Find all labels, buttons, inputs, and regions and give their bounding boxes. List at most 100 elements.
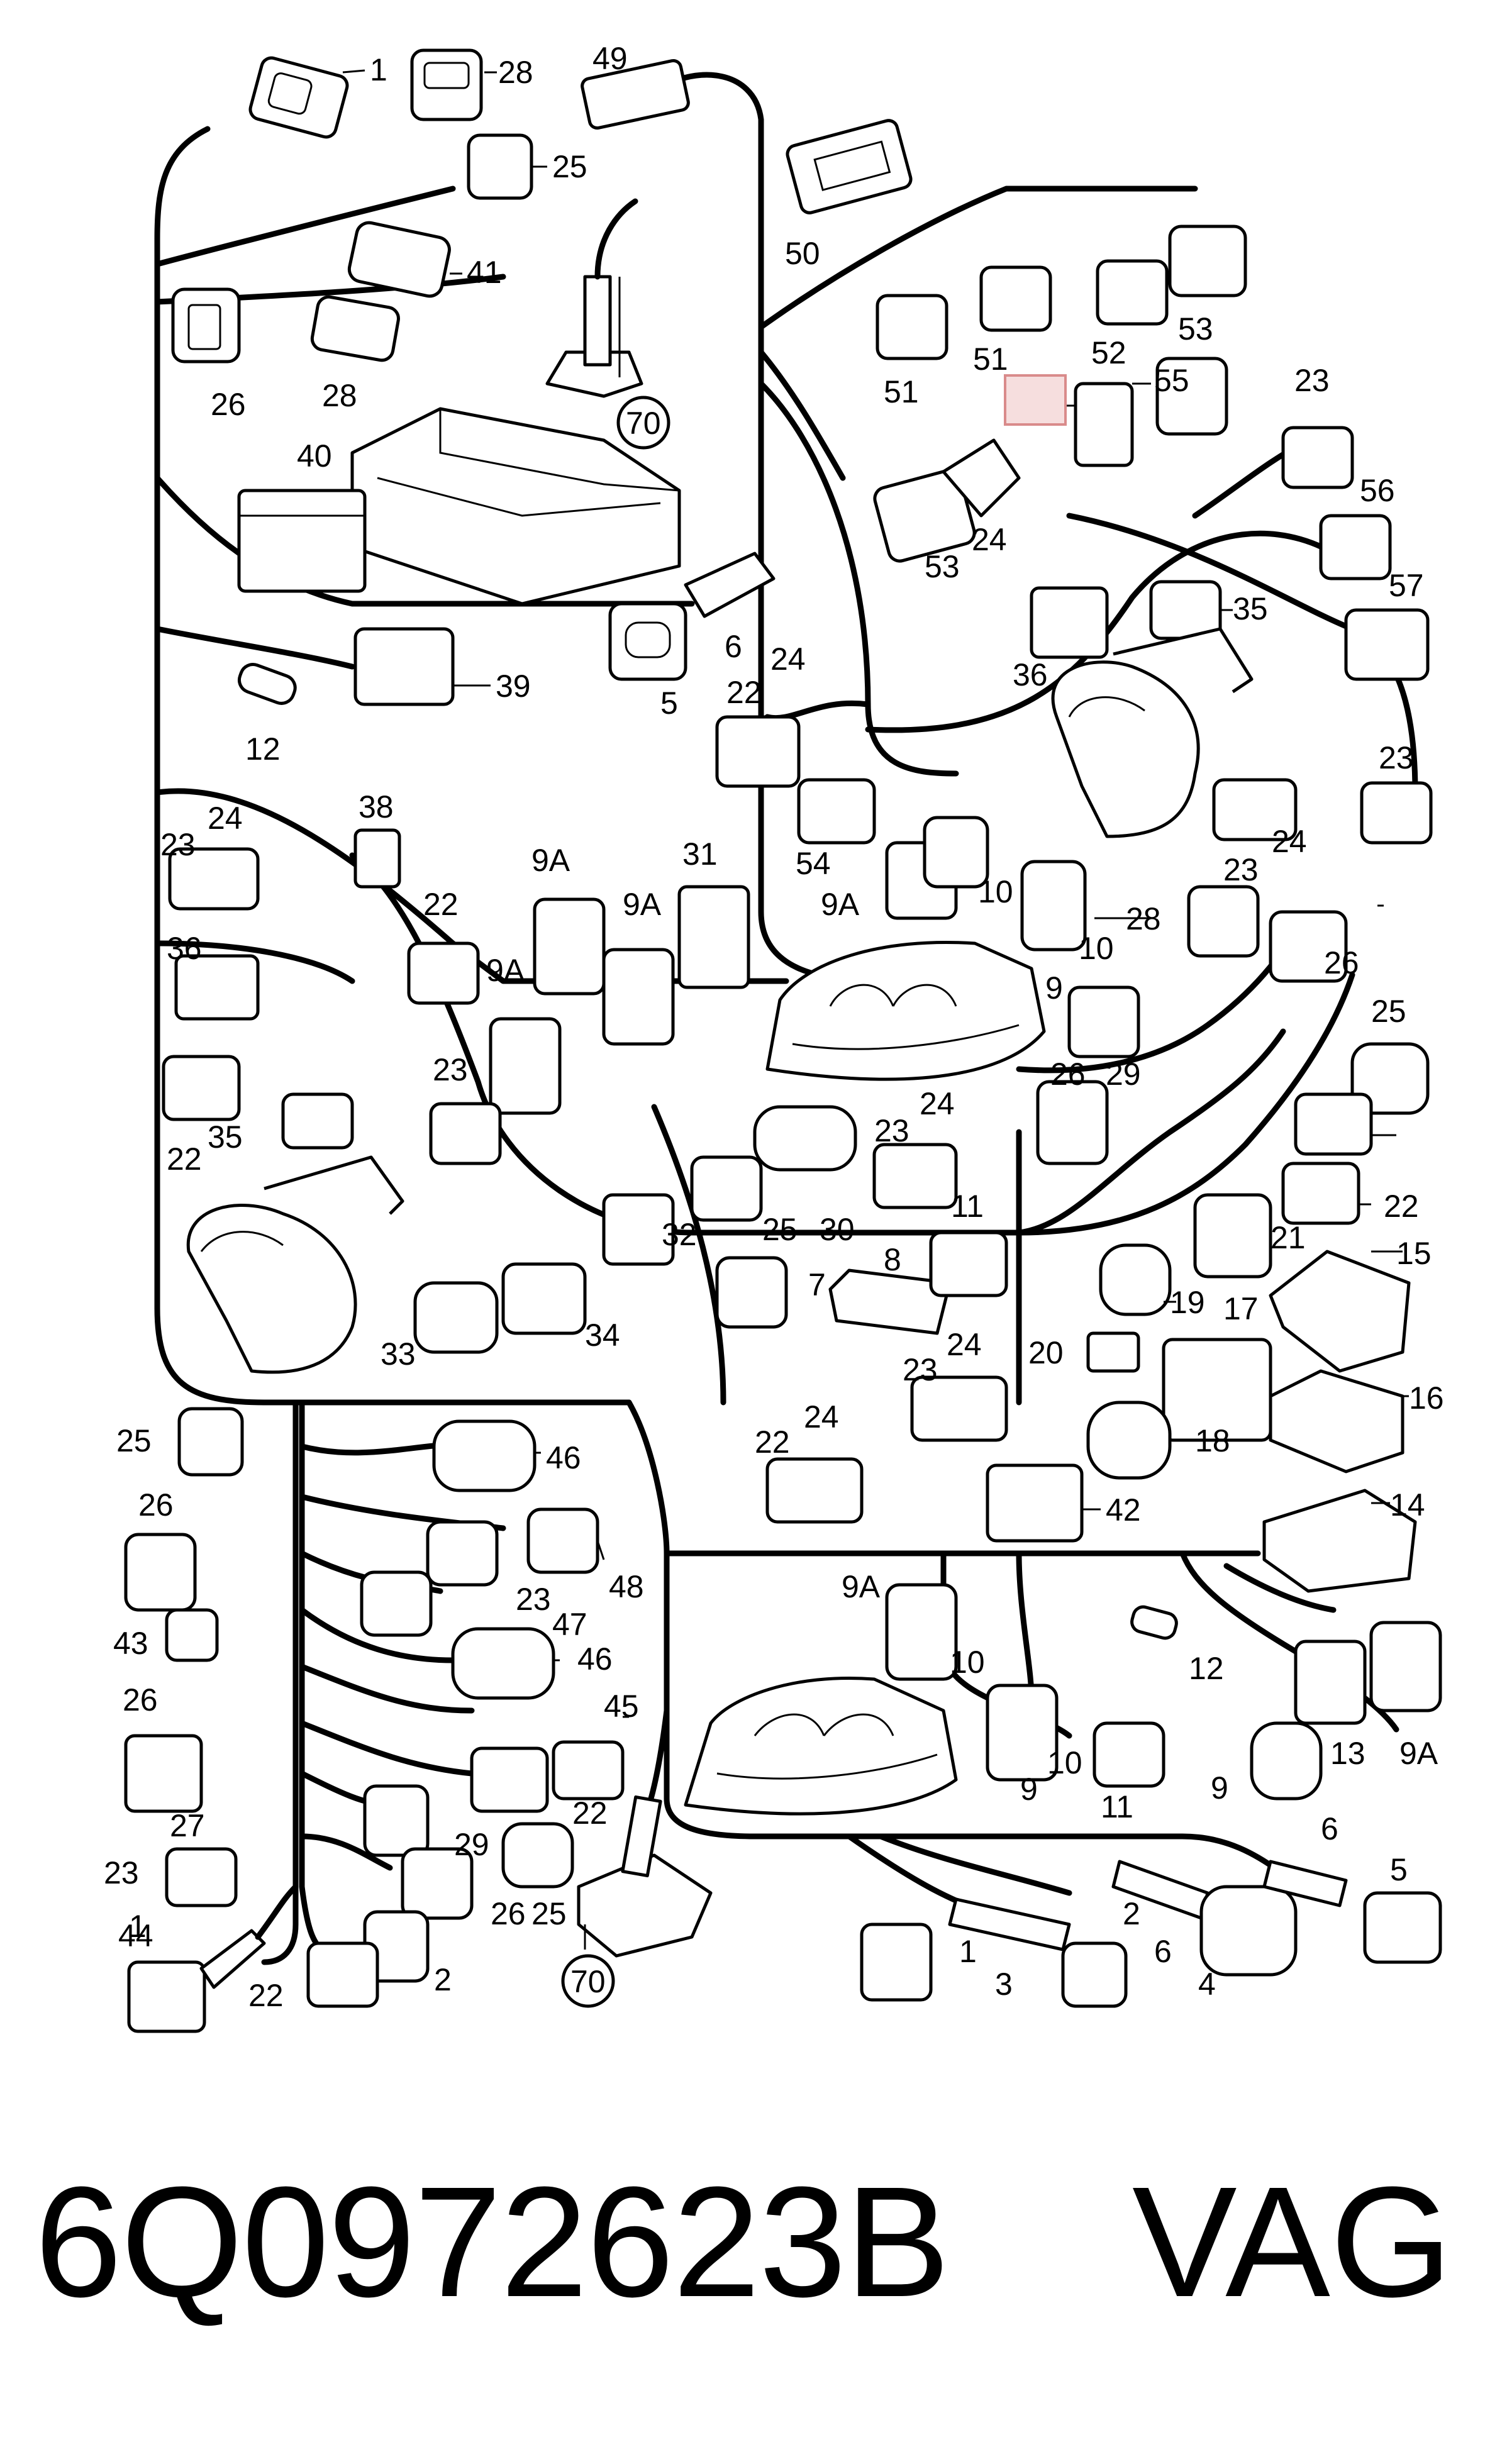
callout: 2 bbox=[1123, 1896, 1140, 1931]
callout: 5 bbox=[1390, 1852, 1408, 1887]
connector-32-mid bbox=[602, 1193, 675, 1266]
callout: 9 bbox=[1045, 970, 1063, 1006]
connector-10a bbox=[923, 816, 989, 889]
connector-1-top bbox=[248, 56, 349, 139]
connector-5b bbox=[1363, 1891, 1442, 1964]
callout: 53 bbox=[1178, 311, 1213, 347]
connector-5-top bbox=[608, 602, 687, 681]
callout: 56 bbox=[1360, 473, 1395, 508]
connector-9a-b bbox=[533, 897, 606, 996]
connector-25d bbox=[177, 1407, 244, 1477]
callout: 24 bbox=[804, 1399, 839, 1435]
connector-23k bbox=[165, 1847, 238, 1907]
harness-trunks bbox=[154, 72, 1418, 1965]
callout: 23 bbox=[903, 1352, 938, 1387]
circle-70-top bbox=[616, 396, 670, 450]
connector-43 bbox=[165, 1608, 219, 1662]
callout: 18 bbox=[1195, 1423, 1230, 1458]
connector-28-mid bbox=[310, 295, 400, 362]
callout: 36 bbox=[1013, 657, 1048, 692]
components bbox=[124, 48, 1442, 2033]
callout: 5 bbox=[660, 685, 678, 721]
callout: 48 bbox=[609, 1569, 644, 1604]
callout: 52 bbox=[1091, 335, 1126, 370]
callout: 57 bbox=[1389, 568, 1424, 603]
connector-23h-24 bbox=[910, 1375, 1008, 1442]
callout: 11 bbox=[951, 1189, 984, 1224]
callout: 26 bbox=[491, 1896, 526, 1931]
connector-54 bbox=[797, 778, 876, 845]
connector-9c bbox=[1250, 1721, 1323, 1801]
connector-1-bottom bbox=[860, 1923, 933, 2002]
callout: 9A bbox=[821, 887, 860, 922]
module-15 bbox=[1269, 1250, 1411, 1373]
wiring-harness-diagram: 1 28 49 25 50 41 26 28 70 53 51 51 52 55… bbox=[104, 41, 1444, 2033]
horn-right bbox=[1051, 627, 1254, 838]
connector-24-top bbox=[942, 438, 1021, 518]
brand-name: VAG bbox=[1132, 2154, 1453, 2329]
callout: 47 bbox=[552, 1607, 587, 1642]
highlight-box-32 bbox=[1004, 374, 1067, 426]
callout: 23 bbox=[1379, 740, 1414, 775]
connector-26f bbox=[401, 1847, 474, 1920]
connector-51b bbox=[979, 265, 1052, 332]
callout: 9A bbox=[1399, 1736, 1438, 1771]
callout: 11 bbox=[1101, 1789, 1133, 1824]
connector-23i bbox=[426, 1520, 499, 1587]
connector-11b bbox=[1093, 1721, 1165, 1788]
callout: 22 bbox=[755, 1424, 790, 1460]
connector-55 bbox=[1155, 357, 1228, 436]
callout: 30 bbox=[820, 1212, 855, 1247]
connector-32-top bbox=[1074, 382, 1134, 467]
callout: 12 bbox=[1189, 1651, 1224, 1686]
callout: 15 bbox=[1396, 1236, 1432, 1271]
connector-9a-d bbox=[489, 1017, 562, 1115]
connector-25e bbox=[501, 1822, 574, 1889]
callout-numbers: 1 28 49 25 50 41 26 28 70 53 51 51 52 55… bbox=[104, 41, 1444, 2013]
callout: 24 bbox=[208, 801, 243, 836]
callout: 24 bbox=[947, 1327, 982, 1362]
connector-29a bbox=[1067, 985, 1140, 1058]
callout: 26 bbox=[1050, 1057, 1086, 1092]
connector-9a-e-10 bbox=[885, 1583, 958, 1681]
connector-23d-24 bbox=[168, 847, 260, 911]
callout: 38 bbox=[359, 789, 394, 824]
callout: 25 bbox=[1371, 994, 1406, 1029]
callout: 33 bbox=[381, 1336, 416, 1372]
callout: 22 bbox=[572, 1795, 608, 1831]
connector-23c-24 bbox=[1212, 778, 1298, 841]
connector-45 bbox=[552, 1740, 625, 1801]
callout: 10 bbox=[1047, 1745, 1082, 1780]
sensor-12-top bbox=[237, 663, 297, 705]
callout: 13 bbox=[1330, 1736, 1365, 1771]
callout: 25 bbox=[762, 1212, 798, 1247]
callout: 23 bbox=[104, 1855, 139, 1890]
callout: 1 bbox=[370, 52, 387, 87]
connector-26e-27 bbox=[124, 1734, 203, 1813]
callout: 43 bbox=[113, 1626, 148, 1661]
connector-48 bbox=[526, 1507, 599, 1574]
sensor-6-top bbox=[684, 552, 776, 618]
connector-53a bbox=[1168, 225, 1247, 297]
headlight-upper bbox=[765, 940, 1046, 1081]
callout: 26 bbox=[123, 1682, 158, 1718]
connector-2b bbox=[1061, 1941, 1128, 2008]
connector-56 bbox=[1319, 514, 1392, 580]
callout: 53 bbox=[925, 549, 960, 584]
callout: 6 bbox=[1321, 1811, 1338, 1846]
connector-25-top bbox=[467, 133, 533, 200]
callout: 32 bbox=[662, 1217, 697, 1252]
connector-22f bbox=[470, 1746, 549, 1813]
callout: 21 bbox=[1271, 1220, 1306, 1255]
callout: 8 bbox=[884, 1242, 901, 1277]
connector-28-top bbox=[410, 48, 483, 121]
callout: 25 bbox=[531, 1896, 567, 1931]
connector-29b bbox=[363, 1784, 430, 1857]
callout: 41 bbox=[467, 255, 502, 290]
connector-46a bbox=[432, 1419, 537, 1492]
connector-23f bbox=[1294, 1092, 1373, 1156]
connector-22e-24 bbox=[765, 1457, 864, 1524]
callout: 34 bbox=[585, 1318, 620, 1353]
control-unit bbox=[350, 407, 681, 606]
circle-70-bottom bbox=[561, 1954, 615, 2008]
